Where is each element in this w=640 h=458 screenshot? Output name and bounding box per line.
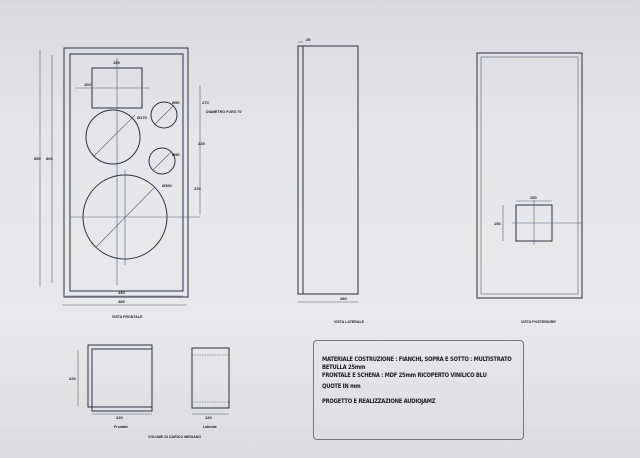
dim-top-rect-height: 100 (84, 82, 91, 87)
dim-circle-big: Ø300 (162, 183, 173, 188)
volume-caption: VOLUME DI CARICO MEDIANO (148, 435, 201, 439)
rear-view-caption: VISTA POSTERIORE (521, 320, 556, 324)
front-view: 850 800 430 380 150 100 DIAMETRO FORO 70… (34, 47, 242, 319)
dim-mid-b: 235 (198, 141, 205, 146)
dim-mid-a: 270 (202, 100, 209, 105)
side-view-caption: VISTA LATERALE (334, 320, 365, 324)
info-front-back: FRONTALE E SCHENA : MDF 25mm RICOPERTO V… (322, 371, 487, 379)
info-materials: MATERIALE COSTRUZIONE : FIANCHI, SOPRA E… (322, 355, 512, 363)
front-inner-panel (69, 53, 184, 292)
note-hole-diameter: DIAMETRO FORO 70 (206, 110, 242, 114)
info-credits: PROGETTO E REALIZZAZIONE AUDIOJAMZ (322, 397, 436, 405)
dim-volume-front-width: 220 (116, 415, 123, 420)
dim-circle-small-1: Ø90 (172, 100, 180, 105)
dim-width-outer: 430 (118, 290, 125, 295)
dim-width-inner: 380 (118, 299, 125, 304)
dim-panel: 25 (306, 37, 311, 42)
dim-height-outer: 850 (34, 156, 41, 161)
dim-port-height: 150 (494, 221, 501, 226)
dim-height-inner: 800 (46, 156, 53, 161)
tweeter-hole-2 (148, 147, 176, 175)
side-panel (297, 45, 359, 295)
front-view-caption: VISTA FRONTALE (112, 315, 143, 319)
dim-circle-mid: Ø170 (137, 115, 148, 120)
front-outer-board (63, 47, 189, 298)
volume-detail: 220 220 120 Frontale Laterale VOLUME DI … (69, 344, 230, 439)
info-units: QUOTE IN mm (322, 382, 361, 390)
tweeter-hole-1 (150, 101, 178, 129)
volume-side-label: Laterale (203, 425, 217, 429)
volume-front-label: Frontale (114, 425, 128, 429)
dim-port-width: 150 (530, 195, 537, 200)
rear-view: 150 150 VISTA POSTERIORE (476, 52, 583, 324)
rear-outer (476, 52, 583, 299)
dim-circle-small-2: Ø90 (172, 152, 180, 157)
side-view: 280 25 VISTA LATERALE (297, 37, 365, 324)
info-materials-cont: BETULLA 25mm (322, 363, 366, 371)
info-box: MATERIALE COSTRUZIONE : FIANCHI, SOPRA E… (313, 340, 524, 440)
dim-volume-side-width: 120 (205, 415, 212, 420)
dim-volume-front-height: 220 (69, 376, 76, 381)
mid-driver-hole (85, 109, 141, 165)
dim-mid-c: 220 (194, 186, 201, 191)
dim-top-rect-width: 150 (113, 60, 120, 65)
dim-depth: 280 (340, 296, 347, 301)
